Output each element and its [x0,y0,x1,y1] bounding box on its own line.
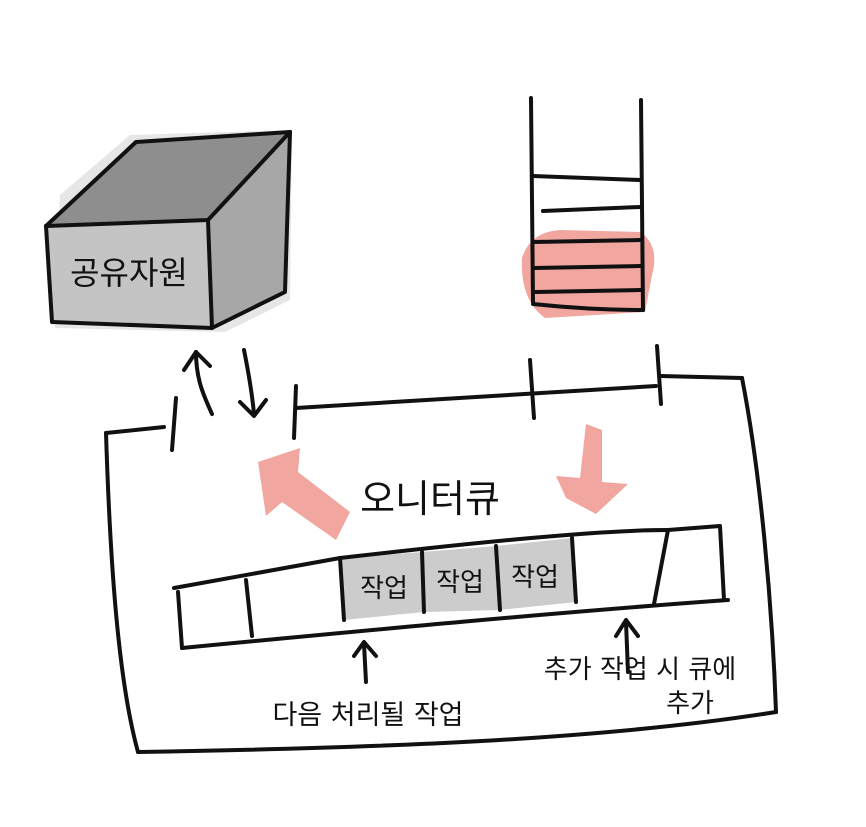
next-task-pointer [352,640,378,684]
monitor-boundary [104,344,778,754]
add-task-caption-line2: 추가 [666,689,714,719]
queue-task-label-2: 작업 [436,568,484,598]
task-queue: 작업 작업 작업 [172,524,730,650]
queue-slot-3 [496,538,576,610]
cube-top-face [46,132,290,226]
enqueue-arrow [556,424,628,514]
add-task-pointer [614,618,640,674]
dequeue-arrow [258,448,350,540]
shared-resource-label: 공유자원 [70,254,188,292]
incoming-task-stack [521,96,655,318]
access-arrows [182,348,268,418]
next-task-caption: 다음 처리될 작업 [272,700,463,731]
queue-task-label-3: 작업 [511,563,559,593]
queue-task-label-1: 작업 [360,574,408,604]
monitor-queue-title: 오니터큐 [360,477,500,521]
stack-highlight [521,230,655,318]
queue-slot-1 [340,552,424,620]
cube-front-face [46,220,212,328]
queue-slot-2 [422,546,500,612]
cube-side-face [208,132,290,328]
shared-resource-cube: 공유자원 [44,130,292,332]
add-task-caption-line1: 추가 작업 시 큐에 [544,655,736,685]
